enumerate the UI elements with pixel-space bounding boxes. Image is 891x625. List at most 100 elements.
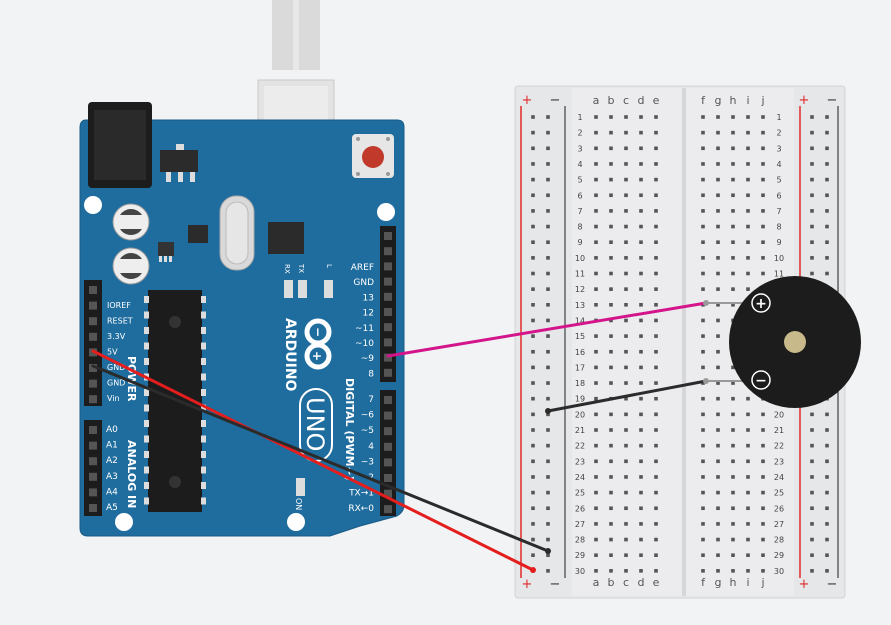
row-number: 26 bbox=[774, 504, 784, 513]
digital-pin-label: ~5 bbox=[361, 426, 374, 436]
column-label: b bbox=[608, 94, 615, 107]
wire-buzzer-minus[interactable] bbox=[546, 379, 708, 413]
column-label: h bbox=[730, 94, 737, 107]
digital-pin-label: 7 bbox=[368, 395, 374, 405]
digital-label: DIGITAL (PWM~) bbox=[343, 378, 356, 481]
row-number: 16 bbox=[575, 348, 585, 357]
led-label: TX bbox=[297, 263, 305, 273]
power-header bbox=[84, 280, 102, 406]
buzzer-plus-terminal[interactable] bbox=[751, 293, 771, 313]
row-number: 9 bbox=[577, 238, 582, 247]
digital-pin-label: ~11 bbox=[355, 324, 374, 334]
row-number: 15 bbox=[575, 332, 585, 341]
row-number: 28 bbox=[575, 536, 585, 545]
uno-label: UNO bbox=[301, 397, 329, 451]
row-number: 10 bbox=[575, 254, 585, 263]
column-label: g bbox=[715, 94, 722, 107]
row-number: 6 bbox=[776, 191, 781, 200]
power-pin-label: 3.3V bbox=[107, 332, 126, 341]
buzzer-minus-label: − bbox=[755, 373, 767, 389]
svg-text:−: − bbox=[311, 327, 325, 337]
mount-hole bbox=[287, 513, 305, 531]
rail-plus-label: + bbox=[799, 577, 810, 592]
row-number: 24 bbox=[774, 473, 784, 482]
row-number: 18 bbox=[575, 379, 585, 388]
arduino-uno-board[interactable]: − + ARDUINO UNO DIGITAL (PWM~) POWER ANA… bbox=[79, 102, 405, 537]
row-number: 23 bbox=[575, 457, 585, 466]
row-number: 20 bbox=[575, 410, 585, 419]
power-pin-label: Vin bbox=[107, 394, 120, 403]
digital-pin-label: 13 bbox=[363, 293, 374, 303]
row-number: 21 bbox=[774, 426, 784, 435]
wire-5v-to-plus-rail[interactable] bbox=[91, 349, 535, 572]
row-number: 25 bbox=[575, 489, 585, 498]
column-label: f bbox=[701, 94, 706, 107]
arduino-brand-label: ARDUINO bbox=[282, 318, 298, 392]
row-number: 25 bbox=[774, 489, 784, 498]
digital-pin-label: 12 bbox=[363, 309, 374, 319]
rail-minus-label: − bbox=[550, 577, 561, 592]
row-number: 19 bbox=[575, 395, 585, 404]
buzzer-minus-terminal[interactable] bbox=[751, 370, 771, 390]
row-number: 11 bbox=[575, 270, 585, 279]
led-label: RX bbox=[283, 264, 291, 274]
analog-pin-label: A0 bbox=[106, 425, 118, 435]
rail-plus-label: + bbox=[522, 577, 533, 592]
power-pin-label: 5V bbox=[107, 348, 118, 357]
row-number: 29 bbox=[774, 551, 784, 560]
rail-plus-label: + bbox=[799, 93, 810, 108]
power-pin-label: GND bbox=[107, 379, 125, 388]
rail-plus-label: + bbox=[522, 93, 533, 108]
rail-minus-label: − bbox=[550, 93, 561, 108]
analog-pin-label: A1 bbox=[106, 441, 118, 451]
row-number: 26 bbox=[575, 504, 585, 513]
column-label: e bbox=[653, 94, 660, 107]
row-number: 28 bbox=[774, 536, 784, 545]
column-label: i bbox=[746, 576, 749, 589]
row-number: 17 bbox=[575, 363, 585, 372]
column-label: d bbox=[638, 576, 645, 589]
row-number: 4 bbox=[776, 160, 781, 169]
row-number: 11 bbox=[774, 270, 784, 279]
row-number: 2 bbox=[577, 129, 582, 138]
row-number: 20 bbox=[774, 410, 784, 419]
row-number: 5 bbox=[776, 176, 781, 185]
column-label: c bbox=[623, 576, 629, 589]
row-number: 7 bbox=[577, 207, 582, 216]
row-number: 30 bbox=[575, 567, 585, 576]
row-number: 2 bbox=[776, 129, 781, 138]
row-number: 23 bbox=[774, 457, 784, 466]
digital-pin-label: ~10 bbox=[355, 339, 374, 349]
digital-pin-label: RX←0 bbox=[348, 504, 374, 514]
piezo-buzzer[interactable]: + − bbox=[703, 276, 861, 408]
row-number: 29 bbox=[575, 551, 585, 560]
arduino-logo: − + bbox=[304, 318, 332, 370]
row-number: 24 bbox=[575, 473, 585, 482]
rail-minus-label: − bbox=[827, 93, 838, 108]
wire-pin9-to-breadboard[interactable] bbox=[386, 301, 708, 358]
analog-pin-label: A3 bbox=[106, 472, 118, 482]
row-number: 7 bbox=[776, 207, 781, 216]
column-label: h bbox=[730, 576, 737, 589]
digital-pin-label: 8 bbox=[368, 369, 374, 379]
column-label: g bbox=[715, 576, 722, 589]
column-label: i bbox=[746, 94, 749, 107]
digital-pin-label: AREF bbox=[351, 263, 374, 273]
wire-gnd-to-minus-rail[interactable] bbox=[91, 364, 550, 553]
column-label: c bbox=[623, 94, 629, 107]
analog-pin-label: A2 bbox=[106, 456, 118, 466]
row-number: 12 bbox=[575, 285, 585, 294]
digital-pin-label: ~6 bbox=[361, 411, 375, 421]
mount-hole bbox=[84, 196, 102, 214]
row-number: 22 bbox=[575, 442, 585, 451]
row-number: 5 bbox=[577, 176, 582, 185]
column-label: j bbox=[760, 576, 764, 589]
digital-pin-label: TX→1 bbox=[348, 489, 374, 499]
row-number: 30 bbox=[774, 567, 784, 576]
analog-pin-label: A4 bbox=[106, 487, 118, 497]
svg-text:+: + bbox=[310, 351, 324, 361]
row-number: 21 bbox=[575, 426, 585, 435]
mount-hole bbox=[377, 203, 395, 221]
